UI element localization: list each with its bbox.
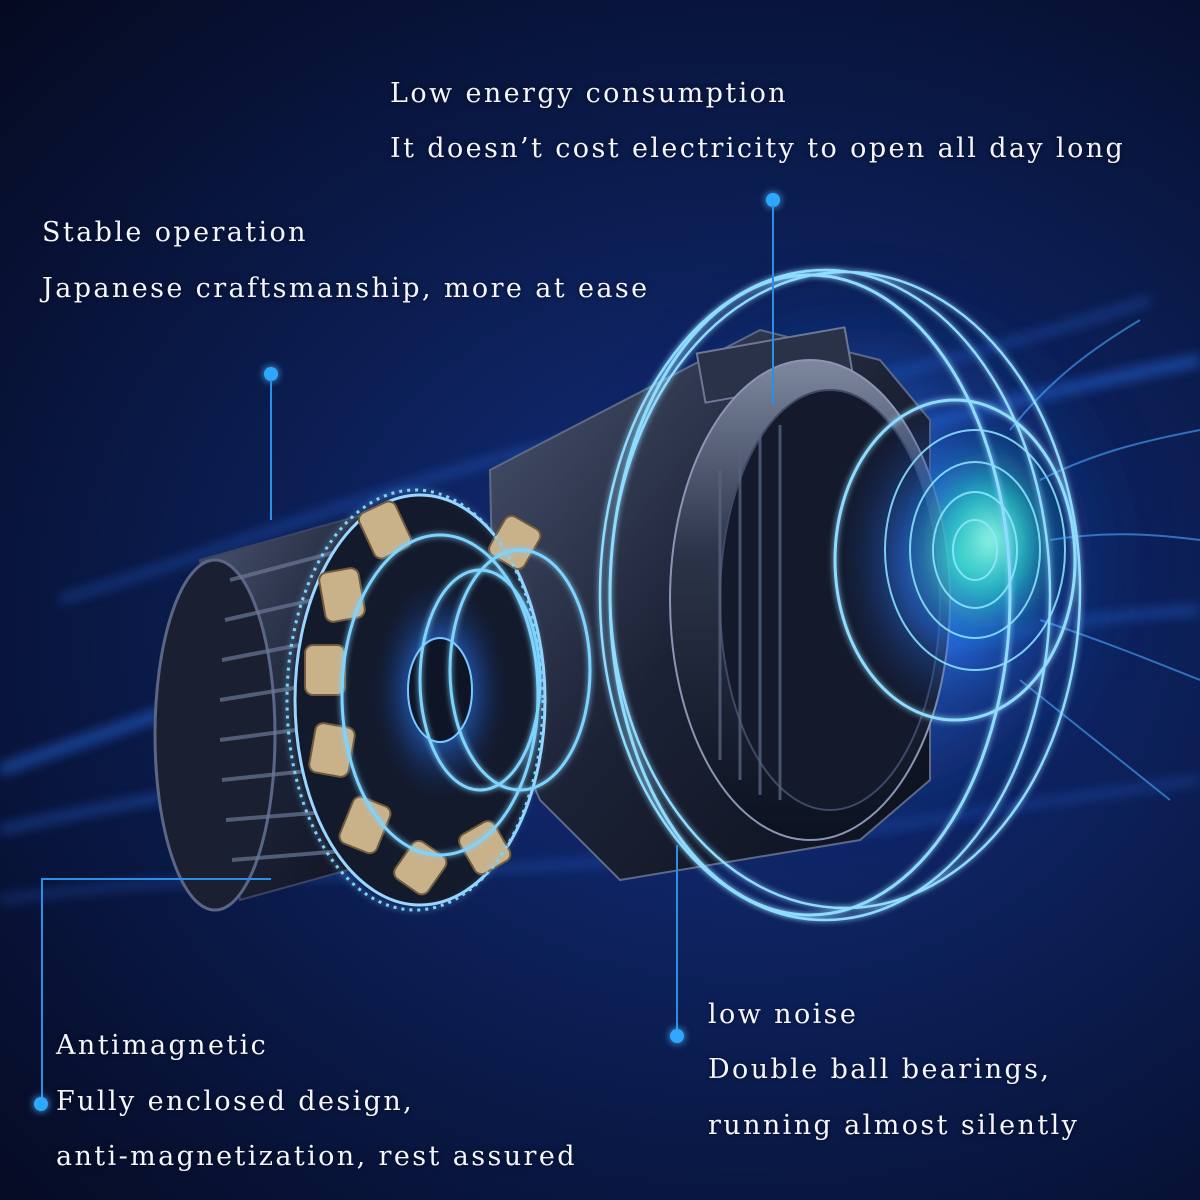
antimagnetic-callout-dot [34, 1097, 48, 1111]
energy-callout-line [772, 205, 774, 405]
noise-description-line1: Double ball bearings, [708, 1054, 1052, 1085]
noise-callout-line [676, 845, 678, 1030]
antimagnetic-description-line1: Fully enclosed design, [56, 1086, 415, 1117]
stable-callout-line [270, 380, 272, 520]
energy-title: Low energy consumption [390, 78, 789, 109]
stable-title: Stable operation [42, 217, 308, 248]
antimagnetic-description-line2: anti-magnetization, rest assured [56, 1141, 577, 1172]
noise-description-line2: running almost silently [708, 1110, 1080, 1141]
noise-title: low noise [708, 999, 859, 1030]
antimagnetic-title: Antimagnetic [56, 1030, 269, 1061]
energy-callout-dot [766, 193, 780, 207]
energy-description: It doesn’t cost electricity to open all … [390, 133, 1126, 164]
stable-callout-dot [264, 367, 278, 381]
noise-callout-dot [670, 1029, 684, 1043]
stable-description: Japanese craftsmanship, more at ease [42, 273, 650, 304]
antimagnetic-callout-vline [41, 878, 43, 1098]
antimagnetic-callout-hline [41, 878, 271, 880]
